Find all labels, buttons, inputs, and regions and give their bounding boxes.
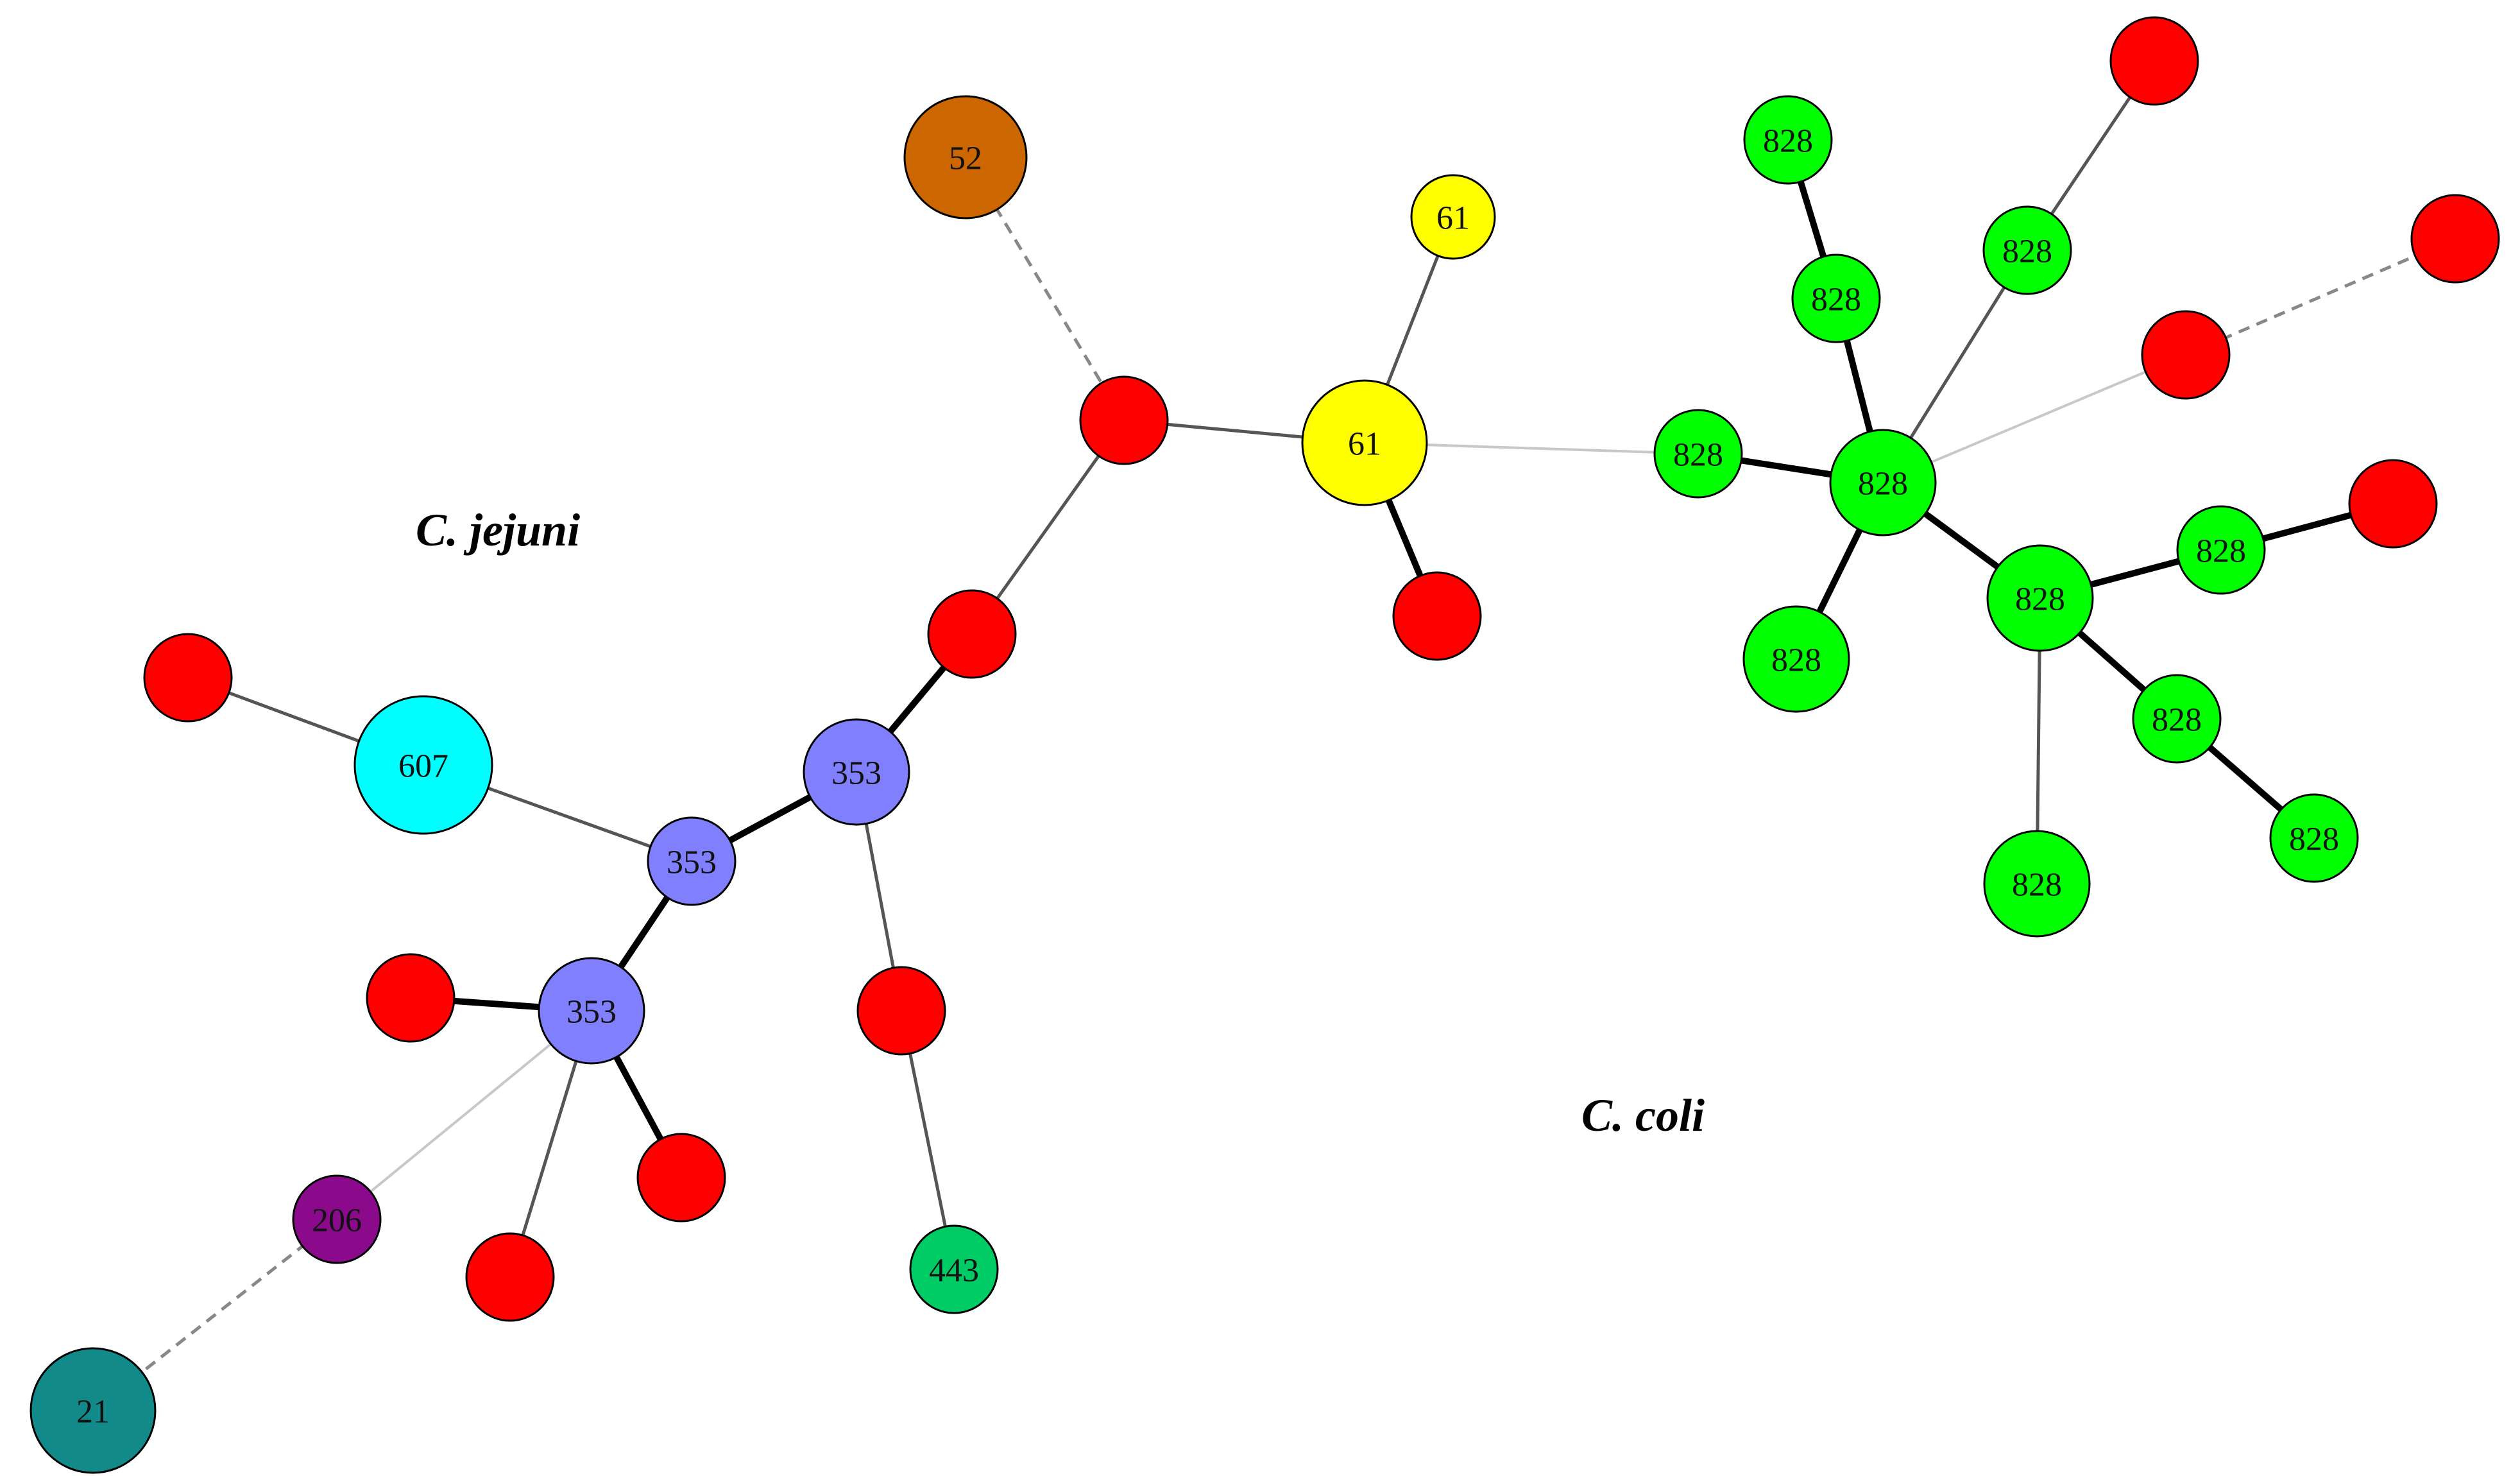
node-rY[interactable] — [1392, 571, 1482, 661]
node-circle — [1301, 379, 1428, 506]
node-rB1[interactable] — [636, 1133, 726, 1223]
node-g828br1[interactable]: 828 — [2132, 674, 2222, 764]
node-circle — [1791, 253, 1881, 343]
node-label: 828 — [2012, 867, 2062, 904]
node-circle — [803, 718, 910, 826]
node-circle — [1986, 544, 2094, 652]
node-circle — [353, 695, 493, 835]
node-circle — [2410, 194, 2500, 284]
node-b353a[interactable]: 353 — [803, 718, 910, 826]
node-label: 828 — [2152, 702, 2202, 739]
node-g828t3[interactable]: 828 — [1791, 253, 1881, 343]
node-label: 52 — [949, 141, 982, 177]
node-circle — [366, 953, 455, 1043]
node-circle — [465, 1232, 555, 1322]
node-g828hub2[interactable]: 828 — [1986, 544, 2094, 652]
node-label: 828 — [1763, 123, 1813, 160]
node-circle — [856, 966, 946, 1056]
edge-g828hub-rTR3 — [1882, 354, 2186, 484]
edge-n52-rHub — [964, 156, 1126, 422]
node-g443[interactable]: 443 — [909, 1224, 999, 1314]
node-g828r[interactable]: 828 — [2176, 505, 2266, 595]
edge-rTR3-rTR2 — [2185, 237, 2456, 357]
node-circle — [2348, 459, 2438, 549]
node-circle — [647, 816, 736, 906]
node-circle — [1983, 830, 2091, 938]
node-label: 353 — [566, 994, 617, 1031]
node-circle — [909, 1224, 999, 1314]
node-circle — [2269, 793, 2359, 883]
node-rFL[interactable] — [143, 633, 233, 723]
node-label: 443 — [929, 1253, 979, 1289]
node-circle — [2132, 674, 2222, 764]
node-rHub[interactable] — [1079, 375, 1169, 465]
nodes-layer: 52 61 61 353 353 353 607 443 206 21 828 828 828 828 82… — [30, 16, 2500, 1474]
node-y61[interactable]: 61 — [1301, 379, 1428, 506]
node-circle — [1653, 409, 1743, 499]
node-label: 828 — [1858, 466, 1908, 502]
node-g828hub[interactable]: 828 — [1829, 429, 1937, 536]
node-b353b[interactable]: 353 — [647, 816, 736, 906]
node-g828bl[interactable]: 828 — [1742, 605, 1850, 713]
node-rTR1[interactable] — [2109, 16, 2199, 106]
node-circle — [1410, 174, 1496, 260]
node-circle — [636, 1133, 726, 1223]
node-b353c[interactable]: 353 — [538, 957, 645, 1065]
node-label: 353 — [831, 755, 881, 792]
node-circle — [1079, 375, 1169, 465]
node-y61s[interactable]: 61 — [1410, 174, 1496, 260]
node-rTR2[interactable] — [2410, 194, 2500, 284]
node-label: 61 — [1348, 426, 1381, 463]
node-label: 61 — [1436, 200, 1470, 237]
node-t21[interactable]: 21 — [30, 1347, 157, 1474]
species-labels: C. jejuni C. coli — [416, 504, 1705, 1141]
node-circle — [538, 957, 645, 1065]
node-label: 828 — [1771, 642, 1821, 679]
node-circle — [2109, 16, 2199, 106]
node-circle — [292, 1174, 382, 1264]
node-n52[interactable]: 52 — [903, 95, 1028, 219]
node-label: 206 — [312, 1203, 362, 1239]
species-label-coli: C. coli — [1581, 1090, 1705, 1141]
node-circle — [30, 1347, 157, 1474]
node-g828bot[interactable]: 828 — [1983, 830, 2091, 938]
species-label-jejuni: C. jejuni — [416, 504, 580, 556]
node-g828t2[interactable]: 828 — [1982, 205, 2072, 295]
node-circle — [143, 633, 233, 723]
node-circle — [1982, 205, 2072, 295]
node-label: 828 — [1811, 282, 1861, 318]
node-label: 828 — [2015, 581, 2065, 618]
node-g828br2[interactable]: 828 — [2269, 793, 2359, 883]
node-label: 353 — [667, 845, 717, 881]
node-circle — [1829, 429, 1937, 536]
node-circle — [1742, 605, 1850, 713]
node-p206[interactable]: 206 — [292, 1174, 382, 1264]
node-circle — [2176, 505, 2266, 595]
node-g828l[interactable]: 828 — [1653, 409, 1743, 499]
node-circle — [927, 589, 1017, 679]
node-label: 607 — [398, 748, 448, 785]
node-label: 828 — [2196, 533, 2246, 570]
node-label: 21 — [76, 1394, 110, 1430]
node-label: 828 — [1673, 437, 1723, 474]
node-rC[interactable] — [856, 966, 946, 1056]
node-g828t1[interactable]: 828 — [1743, 95, 1833, 185]
node-rR[interactable] — [2348, 459, 2438, 549]
node-circle — [1392, 571, 1482, 661]
node-label: 828 — [2289, 821, 2339, 858]
node-c607[interactable]: 607 — [353, 695, 493, 835]
node-rTR3[interactable] — [2141, 310, 2231, 400]
node-rB2[interactable] — [465, 1232, 555, 1322]
node-label: 828 — [2002, 234, 2052, 270]
node-rL[interactable] — [366, 953, 455, 1043]
node-circle — [2141, 310, 2231, 400]
node-rMid[interactable] — [927, 589, 1017, 679]
node-circle — [1743, 95, 1833, 185]
node-circle — [903, 95, 1028, 219]
edge-b353c-p206 — [336, 1009, 593, 1221]
